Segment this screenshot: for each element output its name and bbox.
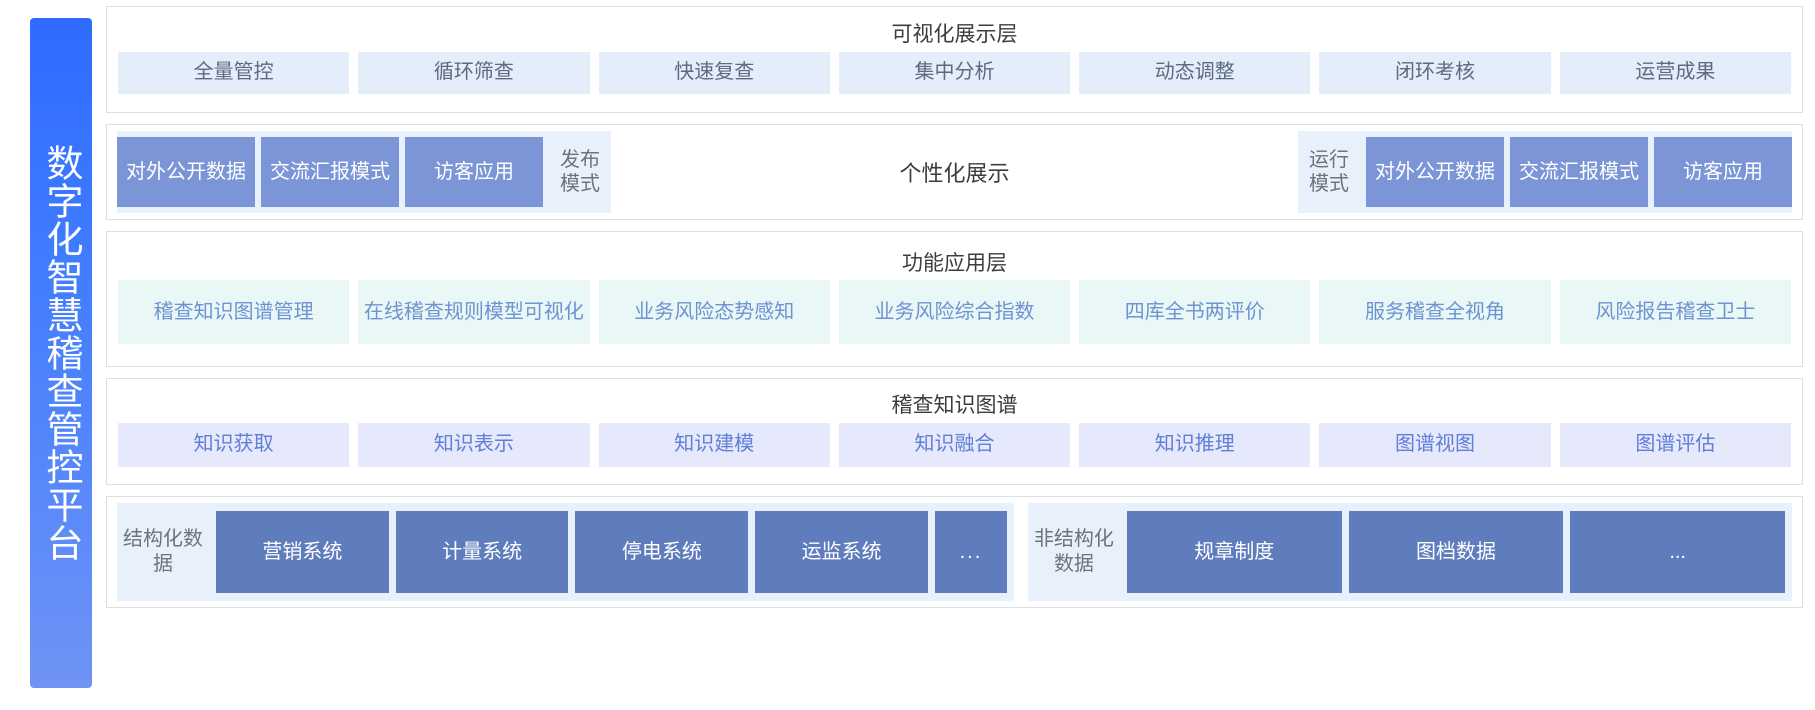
- tile-runtime-report-mode[interactable]: 交流汇报模式: [1510, 137, 1648, 207]
- structured-data-group: 结构化数据 营销系统 计量系统 停电系统 运监系统 ...: [117, 503, 1014, 601]
- tile-visualization-1[interactable]: 循环筛查: [358, 51, 590, 94]
- layer-knowledge-graph: 稽查知识图谱 知识获取 知识表示 知识建模 知识融合 知识推理 图谱视图 图谱评…: [106, 378, 1803, 485]
- layer-visualization: 可视化展示层 全量管控 循环筛查 快速复查 集中分析 动态调整 闭环考核 运营成…: [106, 6, 1803, 113]
- tile-knowledge-5[interactable]: 图谱视图: [1319, 422, 1551, 467]
- layer-stack: 可视化展示层 全量管控 循环筛查 快速复查 集中分析 动态调整 闭环考核 运营成…: [106, 6, 1805, 702]
- tile-visualization-5[interactable]: 闭环考核: [1319, 51, 1551, 94]
- tile-functional-0[interactable]: 稽查知识图谱管理: [118, 280, 350, 345]
- structured-data-label: 结构化数据: [123, 528, 203, 575]
- layer-functional-tiles: 稽查知识图谱管理 在线稽查规则模型可视化 业务风险态势感知 业务风险综合指数 四…: [107, 280, 1802, 353]
- tile-visualization-2[interactable]: 快速复查: [598, 51, 830, 94]
- tile-publish-visitor-app[interactable]: 访客应用: [405, 137, 543, 207]
- tile-knowledge-4[interactable]: 知识推理: [1079, 422, 1311, 467]
- platform-sidebar: 数字化智慧稽查管控平台: [30, 18, 92, 688]
- tile-functional-4[interactable]: 四库全书两评价: [1079, 280, 1311, 345]
- layer-knowledge-graph-tiles: 知识获取 知识表示 知识建模 知识融合 知识推理 图谱视图 图谱评估: [107, 422, 1802, 476]
- tile-runtime-visitor-app[interactable]: 访客应用: [1654, 137, 1792, 207]
- publish-mode-group: 对外公开数据 交流汇报模式 访客应用 发布模式: [117, 131, 611, 213]
- tile-functional-1[interactable]: 在线稽查规则模型可视化: [358, 280, 590, 345]
- tile-knowledge-6[interactable]: 图谱评估: [1559, 422, 1791, 467]
- tile-unstructured-more[interactable]: ...: [1570, 511, 1785, 593]
- layer-data-sources: 结构化数据 营销系统 计量系统 停电系统 运监系统 ... 非结构化数据 规章制…: [106, 496, 1803, 608]
- tile-visualization-4[interactable]: 动态调整: [1079, 51, 1311, 94]
- tile-unstructured-0[interactable]: 规章制度: [1126, 511, 1342, 593]
- tile-visualization-3[interactable]: 集中分析: [838, 51, 1071, 94]
- tile-visualization-6[interactable]: 运营成果: [1559, 51, 1791, 94]
- tile-structured-0[interactable]: 营销系统: [216, 511, 389, 593]
- tile-functional-5[interactable]: 服务稽查全视角: [1319, 280, 1551, 345]
- tile-structured-3[interactable]: 运监系统: [755, 511, 928, 593]
- publish-mode-label: 发布模式: [560, 148, 600, 195]
- tile-publish-report-mode[interactable]: 交流汇报模式: [261, 137, 399, 207]
- tile-knowledge-2[interactable]: 知识建模: [598, 422, 830, 467]
- tile-publish-open-data[interactable]: 对外公开数据: [117, 137, 255, 207]
- tile-functional-3[interactable]: 业务风险综合指数: [838, 280, 1071, 345]
- layer-functional-title: 功能应用层: [902, 251, 1007, 275]
- layer-functional: 功能应用层 稽查知识图谱管理 在线稽查规则模型可视化 业务风险态势感知 业务风险…: [106, 231, 1803, 367]
- layer-knowledge-graph-title: 稽查知识图谱: [891, 394, 1018, 418]
- personalization-center-label: 个性化展示: [611, 131, 1298, 213]
- platform-title: 数字化智慧稽查管控平台: [40, 144, 82, 562]
- tile-functional-6[interactable]: 风险报告稽查卫士: [1559, 280, 1791, 345]
- tile-structured-2[interactable]: 停电系统: [575, 511, 749, 593]
- runtime-mode-label: 运行模式: [1309, 148, 1349, 195]
- tile-knowledge-0[interactable]: 知识获取: [118, 422, 350, 467]
- tile-knowledge-3[interactable]: 知识融合: [838, 422, 1071, 467]
- unstructured-data-group: 非结构化数据 规章制度 图档数据 ...: [1027, 503, 1792, 601]
- tile-runtime-open-data[interactable]: 对外公开数据: [1366, 137, 1504, 207]
- runtime-mode-group: 运行模式 对外公开数据 交流汇报模式 访客应用: [1298, 131, 1792, 213]
- tile-functional-2[interactable]: 业务风险态势感知: [598, 280, 830, 345]
- tile-knowledge-1[interactable]: 知识表示: [358, 422, 590, 467]
- layer-visualization-title: 可视化展示层: [891, 23, 1018, 47]
- tile-structured-more[interactable]: ...: [934, 511, 1007, 593]
- tile-structured-1[interactable]: 计量系统: [395, 511, 569, 593]
- tile-unstructured-1[interactable]: 图档数据: [1348, 511, 1564, 593]
- layer-personalization: 对外公开数据 交流汇报模式 访客应用 发布模式 个性化展示 运行模式 对外公开数…: [106, 124, 1803, 220]
- tile-visualization-0[interactable]: 全量管控: [118, 51, 350, 94]
- layer-visualization-tiles: 全量管控 循环筛查 快速复查 集中分析 动态调整 闭环考核 运营成果: [107, 51, 1802, 103]
- unstructured-data-label: 非结构化数据: [1033, 528, 1114, 575]
